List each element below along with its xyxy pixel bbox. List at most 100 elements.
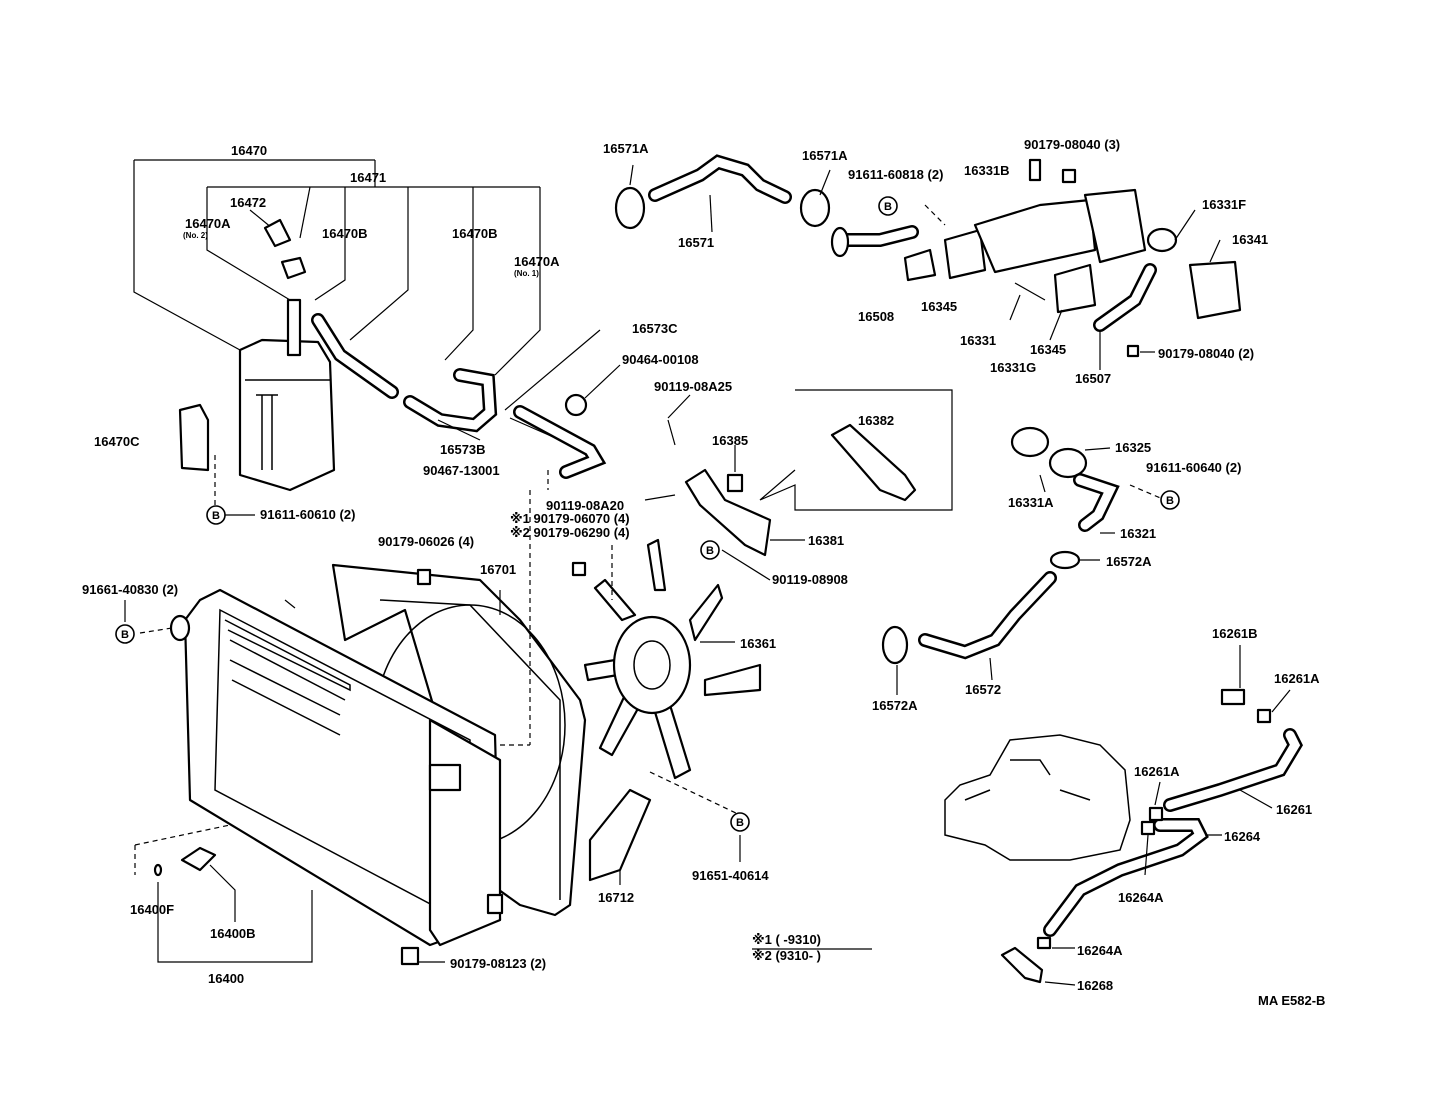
thermostat [1010, 426, 1050, 458]
fan-shroud-lower [588, 788, 652, 882]
label-16261A-b: 16261A [1134, 764, 1180, 779]
label-91611-60610: 91611-60610 (2) [260, 507, 355, 522]
label-16470: 16470 [231, 143, 267, 158]
part-labels: 16470 16471 16472 16470A (No. 2) 16470B … [82, 137, 1325, 1008]
label-90179-06070: ※1 90179-06070 (4) [510, 511, 630, 526]
label-16264: 16264 [1224, 829, 1261, 844]
note-serial-2: ※2 (9310- ) [752, 948, 821, 963]
svg-text:B: B [706, 545, 714, 557]
cooling-fan [583, 538, 762, 780]
label-90179-08040-3: 90179-08040 (3) [1024, 137, 1120, 152]
label-16261A-a: 16261A [1274, 671, 1320, 686]
label-90179-06290: ※2 90179-06290 (4) [510, 525, 630, 540]
label-16470C: 16470C [94, 434, 140, 449]
engine-outline [944, 734, 1131, 861]
label-16331G: 16331G [990, 360, 1036, 375]
drain-cock [180, 846, 217, 872]
label-16361: 16361 [740, 636, 776, 651]
label-16261B: 16261B [1212, 626, 1258, 641]
label-16331F: 16331F [1202, 197, 1246, 212]
label-16571A-left: 16571A [603, 141, 649, 156]
label-16701: 16701 [480, 562, 516, 577]
label-16321: 16321 [1120, 526, 1156, 541]
label-91661-40830: 91661-40830 (2) [82, 582, 178, 597]
label-16572: 16572 [965, 682, 1001, 697]
label-16264A-b: 16264A [1077, 943, 1123, 958]
label-90464-00108: 90464-00108 [622, 352, 699, 367]
svg-text:B: B [212, 510, 220, 522]
label-16507: 16507 [1075, 371, 1111, 386]
label-91611-60818: 91611-60818 (2) [848, 167, 943, 182]
reservoir-bracket [178, 403, 210, 472]
label-16400F: 16400F [130, 902, 174, 917]
label-16572A-left: 16572A [872, 698, 918, 713]
label-90179-06026: 90179-06026 (4) [378, 534, 474, 549]
heater-hose-lower [1043, 818, 1209, 937]
upper-hose-group [614, 154, 831, 233]
label-16400B: 16400B [210, 926, 256, 941]
label-16712: 16712 [598, 890, 634, 905]
label-16508: 16508 [858, 309, 894, 324]
svg-text:B: B [736, 817, 744, 829]
badge-b-3: B [700, 540, 720, 560]
reservoir-cap [263, 218, 292, 248]
heater-union [1000, 946, 1044, 984]
badge-b-6: B [730, 812, 750, 832]
svg-text:B: B [884, 201, 892, 213]
label-16573B: 16573B [440, 442, 486, 457]
label-16261: 16261 [1276, 802, 1312, 817]
label-16572A-right: 16572A [1106, 554, 1152, 569]
svg-text:B: B [121, 629, 129, 641]
label-16400: 16400 [208, 971, 244, 986]
note-serial-1: ※1 ( -9310) [752, 932, 821, 947]
label-16268: 16268 [1077, 978, 1113, 993]
label-91611-60640: 91611-60640 (2) [1146, 460, 1241, 475]
label-16470B-a: 16470B [322, 226, 368, 241]
water-outlet-group [830, 158, 1242, 370]
label-16331B: 16331B [964, 163, 1010, 178]
label-16571: 16571 [678, 235, 714, 250]
label-16573C: 16573C [632, 321, 678, 336]
hose-clamp [614, 186, 646, 230]
diagram-code: MA E582-B [1258, 993, 1325, 1008]
water-outlet-housing [973, 198, 1097, 274]
label-16331A: 16331A [1008, 495, 1054, 510]
label-91651-40614: 91651-40614 [692, 868, 769, 883]
label-16345-a: 16345 [921, 299, 957, 314]
label-16341: 16341 [1232, 232, 1268, 247]
inlet-group [881, 426, 1166, 695]
label-90179-08123: 90179-08123 (2) [450, 956, 546, 971]
badge-b-5: B [1160, 490, 1180, 510]
label-16470A-no2-sub: (No. 2) [183, 231, 208, 240]
fan-bracket-detail [830, 423, 917, 502]
label-16382: 16382 [858, 413, 894, 428]
svg-text:B: B [1166, 495, 1174, 507]
label-16471: 16471 [350, 170, 386, 185]
coolant-reservoir [238, 338, 336, 492]
label-16571A-right: 16571A [802, 148, 848, 163]
label-16470A-no1-sub: (No. 1) [514, 269, 539, 278]
heater-group [944, 645, 1303, 986]
label-16470A-no2: 16470A [185, 216, 231, 231]
fan-bracket [684, 468, 772, 557]
label-90119-08A25: 90119-08A25 [654, 379, 732, 394]
label-16472: 16472 [230, 195, 266, 210]
label-16381: 16381 [808, 533, 844, 548]
label-16470B-b: 16470B [452, 226, 498, 241]
reservoir-group [133, 159, 621, 505]
badge-b-4: B [115, 624, 135, 644]
label-90179-08040-2: 90179-08040 (2) [1158, 346, 1254, 361]
fan-group [571, 538, 762, 780]
label-90119-08A20: 90119-08A20 [546, 498, 624, 513]
label-16345-b: 16345 [1030, 342, 1066, 357]
label-16385: 16385 [712, 433, 748, 448]
label-16264A-a: 16264A [1118, 890, 1164, 905]
hose-clip [564, 393, 588, 417]
label-90467-13001: 90467-13001 [423, 463, 500, 478]
fan-bracket-group [644, 389, 953, 581]
badge-b-1: B [206, 505, 226, 525]
label-16325: 16325 [1115, 440, 1151, 455]
badge-b-2: B [878, 196, 898, 216]
label-90119-08908: 90119-08908 [772, 572, 848, 587]
